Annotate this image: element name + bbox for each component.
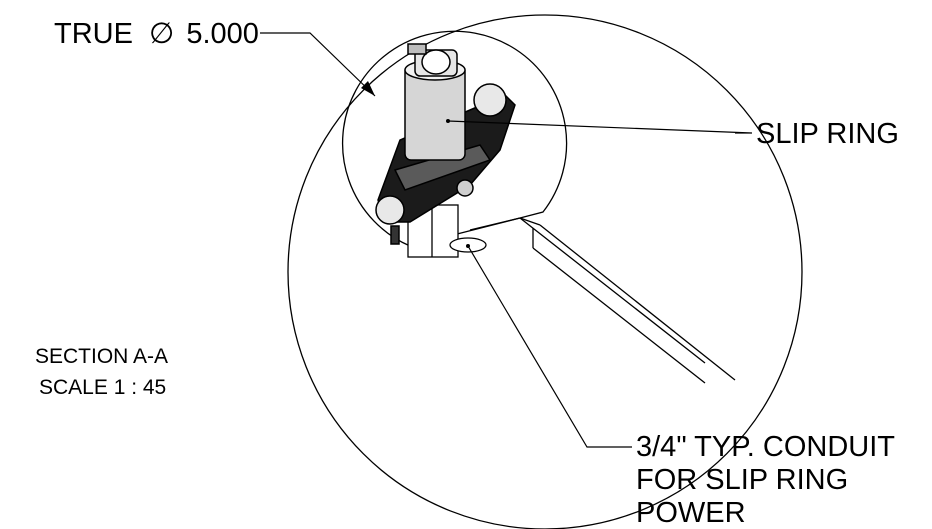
channel	[469, 217, 736, 384]
conduit-label-line2: FOR SLIP RING	[636, 464, 848, 496]
slip-ring-dot	[446, 119, 450, 123]
diameter-value: 5.000	[186, 18, 259, 50]
diameter-arrowhead	[361, 81, 375, 96]
slip-ring-label: SLIP RING	[756, 118, 899, 150]
conduit-leader	[467, 245, 632, 448]
slip-ring-assembly	[375, 43, 516, 245]
outer-circle	[287, 14, 803, 529]
diameter-symbol: ∅	[149, 18, 174, 50]
svg-text:TRUE ∅ 5.000: TRUE ∅ 5.000	[54, 18, 259, 50]
slip-ring-leader	[447, 120, 753, 134]
conduit-label-line3: POWER	[636, 497, 746, 529]
section-title: SECTION A-A	[35, 345, 168, 368]
section-scale: SCALE 1 : 45	[39, 376, 166, 399]
diameter-leader	[260, 32, 376, 97]
conduit-dot	[466, 244, 470, 248]
inner-opening	[341, 30, 568, 247]
diameter-prefix: TRUE	[54, 18, 133, 50]
conduit-label-line1: 3/4" TYP. CONDUIT	[636, 431, 895, 463]
